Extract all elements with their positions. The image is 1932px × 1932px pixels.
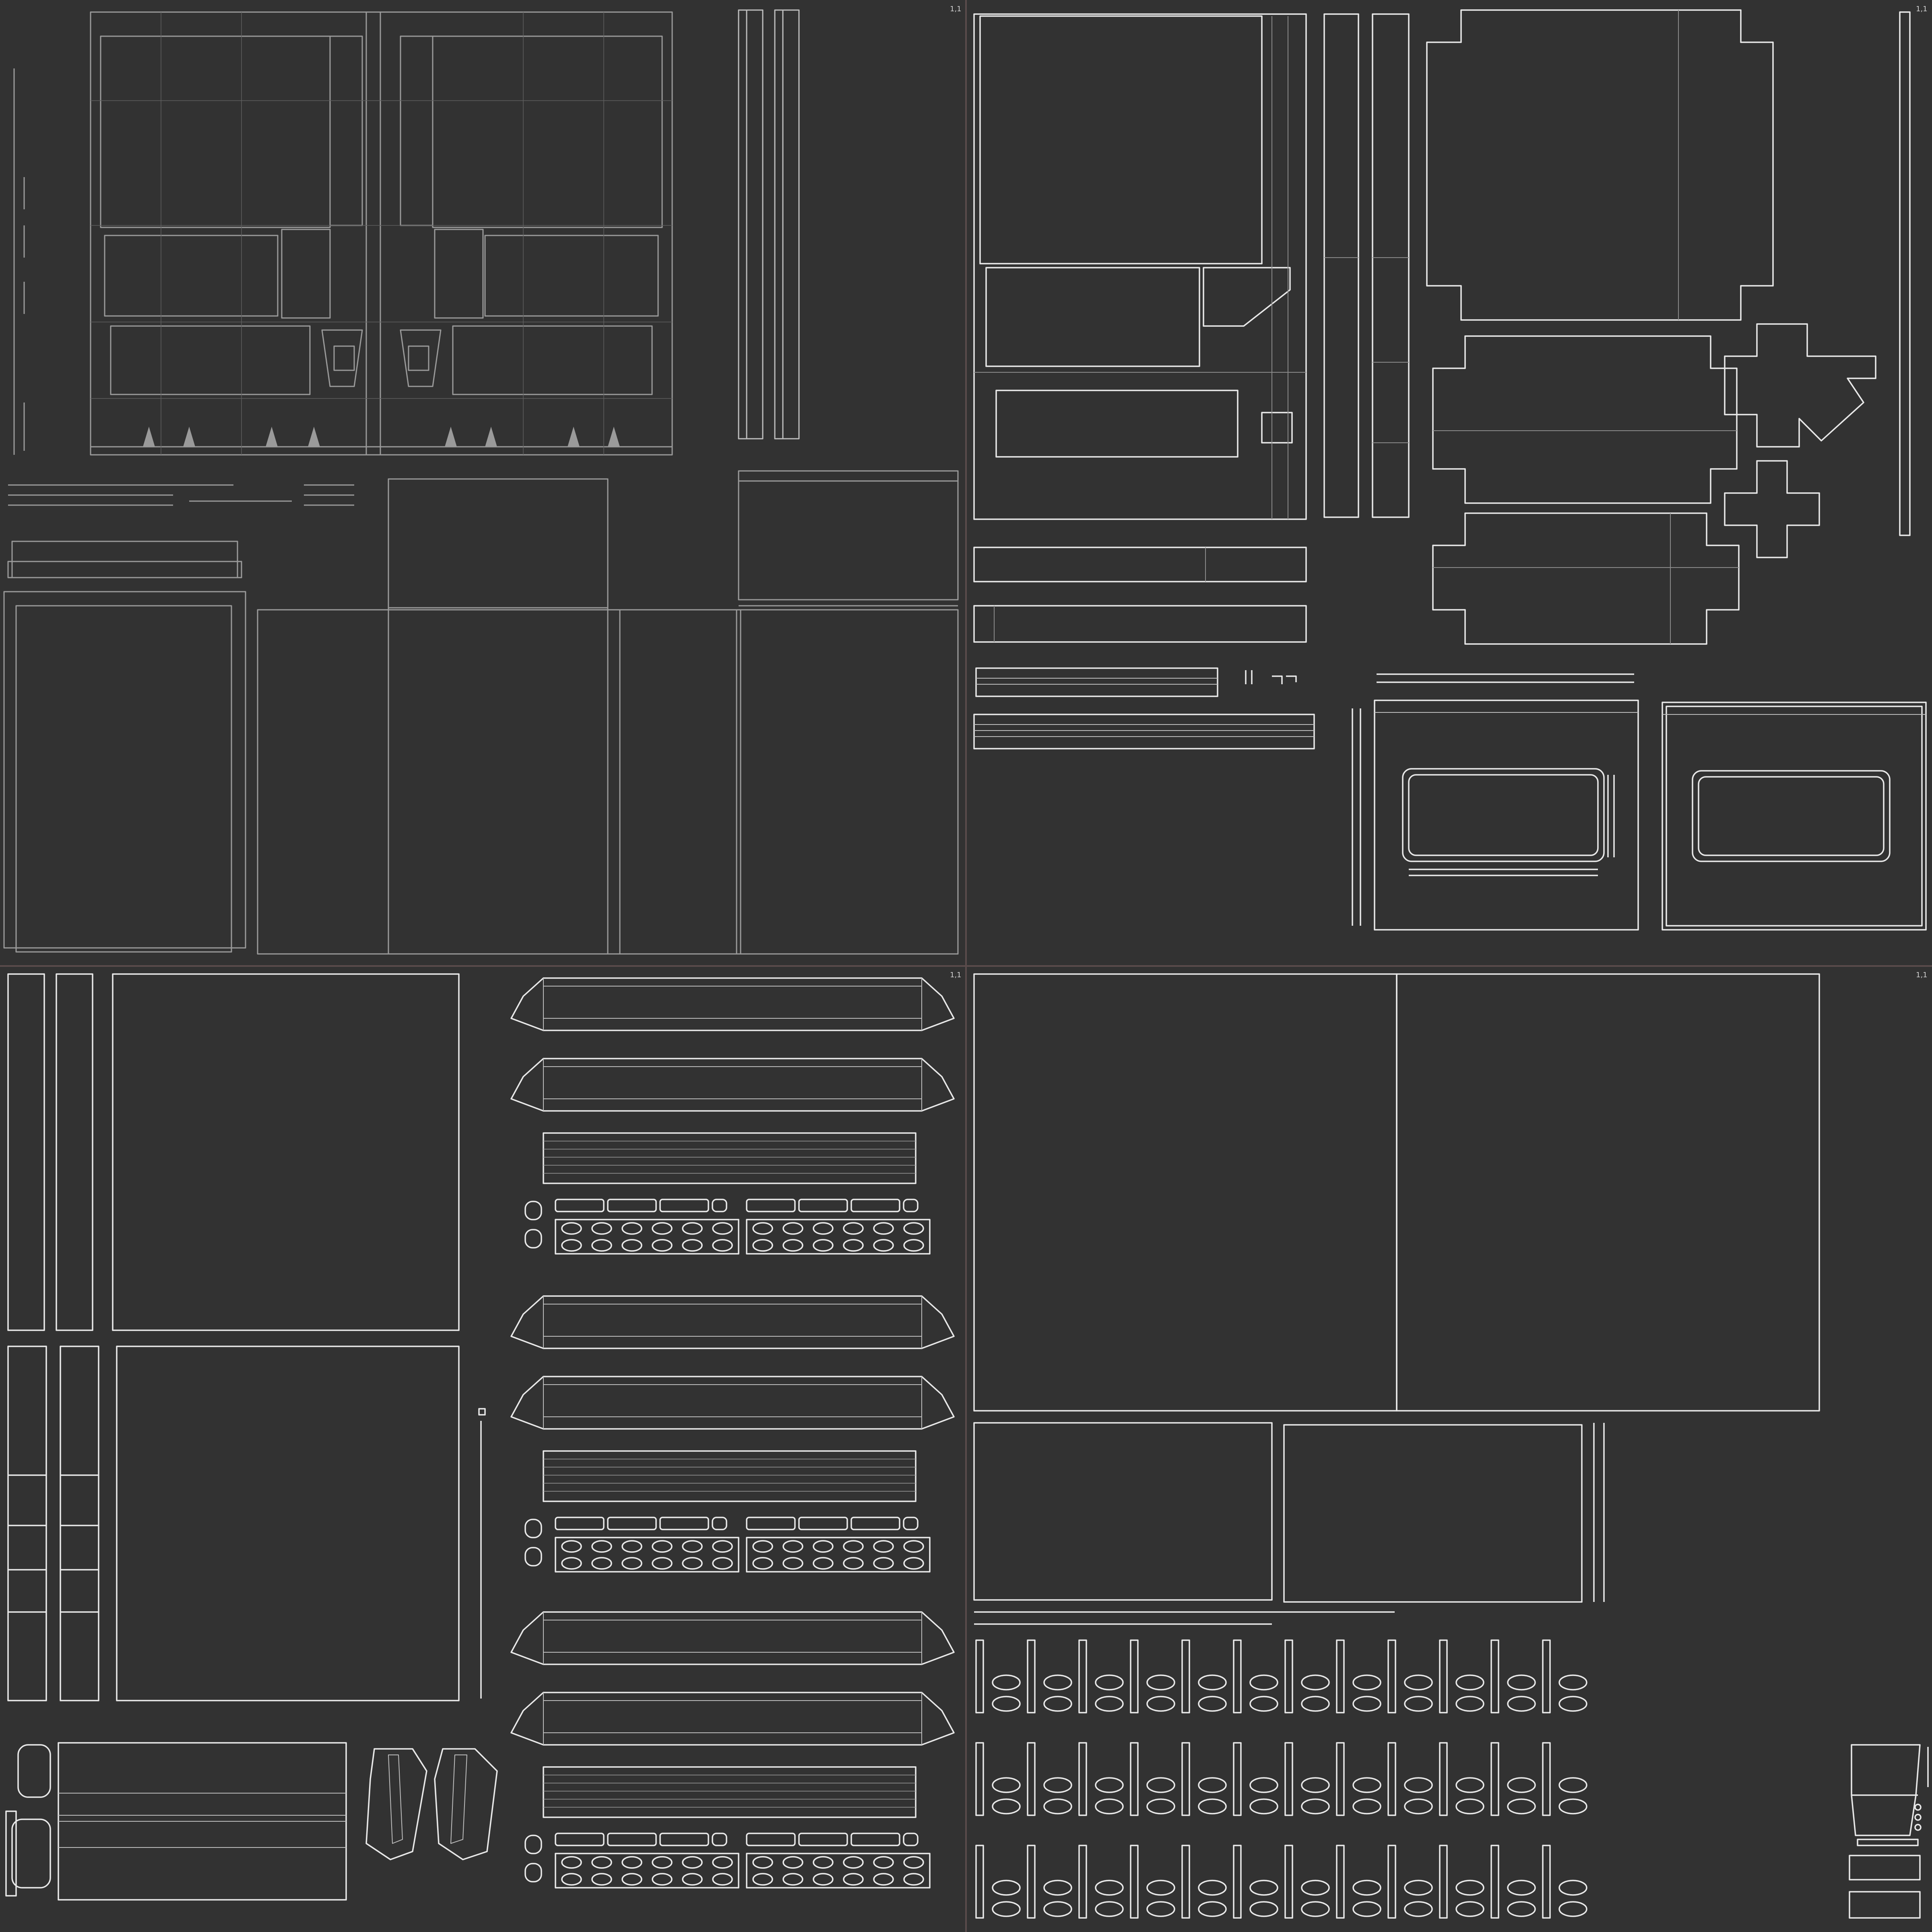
uv-island-slat [7,541,242,578]
tile-label-top-right: 1,1 [1916,5,1928,13]
quadrant-top-right [973,9,1927,931]
peg-row [975,1845,1587,1919]
peg-row [975,1742,1587,1816]
uv-island-main-panel [90,11,673,456]
uv-island-cross-pieces [1724,323,1876,558]
shelf-group [510,977,955,1255]
uv-island-box-unfold-small [1432,512,1740,645]
uv-island-shelf-groups [510,977,955,1889]
quadrant-bottom-right [973,973,1929,1919]
uv-panel-grid-lines [91,12,672,455]
tile-label-bottom-left: 1,1 [950,971,962,979]
uv-island-box-unfold-large [1426,9,1774,321]
quadrant-bottom-left [5,973,955,1901]
uv-island-vertical-strips [738,9,800,440]
uv-island-thin-rod [478,1408,486,1699]
uv-island-edge-strip [1899,11,1911,536]
uv-island-horizontal-boards [973,547,1315,749]
uv-island-box-unfold-medium [1432,335,1738,504]
shelf-group [510,1295,955,1573]
tile-label-bottom-right: 1,1 [1916,971,1928,979]
uv-small-marks [1245,670,1634,684]
uv-left-ticks [13,68,25,455]
uv-island-lower-panels [3,470,959,955]
uv-island-drawer-right [1662,702,1927,931]
uv-island-side-posts [7,973,99,1701]
uv-panel-spikes [143,427,620,447]
quadrant-top-left [3,9,959,955]
uv-island-corner-part [1849,1744,1929,1919]
uv-island-frame-rails [1323,13,1410,518]
uv-island-drawer-left [1352,700,1639,931]
uv-horizontal-strips [8,484,354,506]
shelf-group [510,1611,955,1889]
uv-island-peg-rows [975,1639,1587,1919]
tile-label-top-left: 1,1 [950,5,962,13]
uv-island-shelf-panels [112,973,460,1701]
uv-island-frame-front [973,13,1307,520]
uv-island-large-panels [973,973,1820,1625]
uv-island-bottom-blocks [5,1742,498,1901]
peg-row [975,1639,1587,1713]
